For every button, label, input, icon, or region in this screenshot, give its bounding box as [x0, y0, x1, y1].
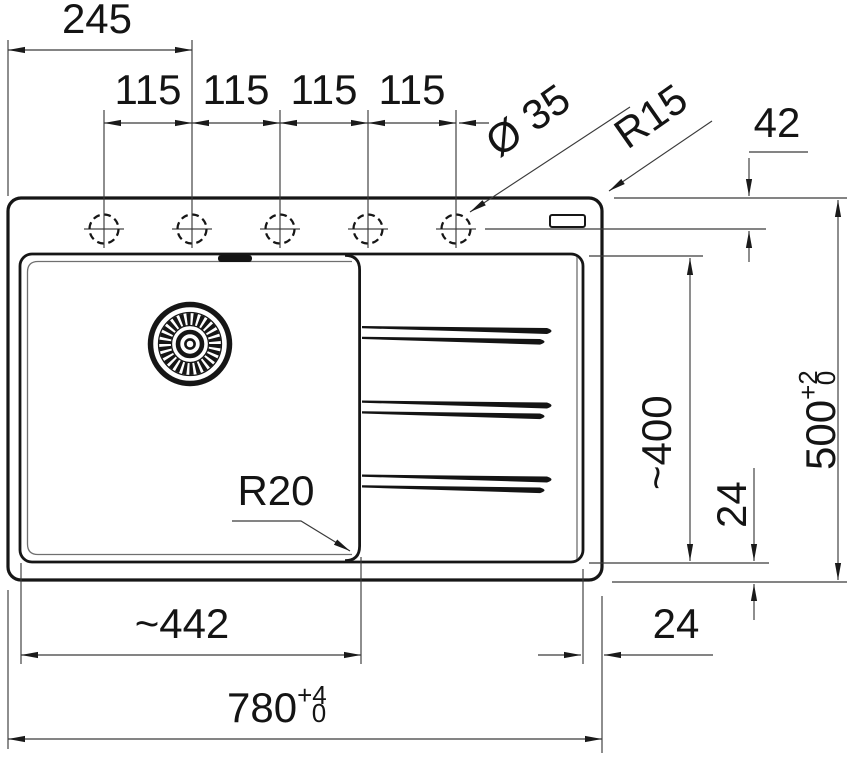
overall-width-tol-minus: 0 [312, 698, 326, 728]
drain-outer-ring [147, 301, 233, 387]
groove-row-1 [362, 326, 552, 345]
overall-depth-tol-minus: 0 [811, 371, 841, 385]
dim-label-drainboard-length: ~400 [633, 395, 680, 490]
dimension-lines [8, 46, 842, 743]
sink-body [6, 196, 604, 582]
dim-label-right-edge-gap: 24 [653, 600, 700, 647]
dim-label-hole-offset: 245 [62, 0, 132, 42]
dim-label-bowl-inner-width: ~442 [135, 600, 230, 647]
sink-inner-rim [18, 252, 585, 564]
dim-label-deck-depth: 42 [754, 99, 801, 146]
dim-label-outer-corner-radius: R15 [606, 75, 696, 158]
overall-depth-tol-plus: +2 [793, 370, 823, 400]
dim-label-drainboard-edge-gap: 24 [708, 481, 755, 528]
brand-badge [549, 214, 586, 228]
dim-label-bowl-corner-radius: R20 [237, 467, 314, 514]
sink-outer-edge [6, 196, 604, 582]
dim-label-hole-diameter: Ø 35 [477, 75, 579, 166]
dim-label-hole-pitch-3: 115 [291, 66, 358, 113]
drain-center-hole [184, 338, 196, 350]
groove-row-2 [362, 400, 552, 420]
leader-bowl-radius [232, 520, 351, 552]
drainboard-grooves [362, 326, 552, 494]
drain-knob-ring [175, 329, 205, 359]
overflow-slot [218, 255, 252, 262]
leader-hole-diameter [469, 106, 631, 213]
groove-row-3 [362, 474, 552, 494]
bowl-inner-shading-line [26, 260, 352, 556]
drain-ring-outer-edge [157, 311, 223, 377]
drain-serration-ring [159, 313, 221, 375]
extension-lines [7, 40, 847, 753]
bowl-drainboard-divider [344, 254, 361, 562]
dim-label-overall-depth: 500+20 [793, 370, 844, 470]
leader-corner-radius [608, 120, 713, 192]
dim-label-hole-pitch-4: 115 [379, 66, 446, 113]
dim-label-hole-pitch-1: 115 [115, 66, 182, 113]
dim-label-hole-pitch-2: 115 [203, 66, 270, 113]
drain-strainer-icon [147, 301, 233, 387]
overall-depth-value: 500 [797, 400, 844, 470]
overall-width-value: 780 [227, 684, 297, 731]
drain-ring-inner-edge [170, 324, 210, 364]
overall-width-tol-plus: +4 [297, 680, 327, 710]
